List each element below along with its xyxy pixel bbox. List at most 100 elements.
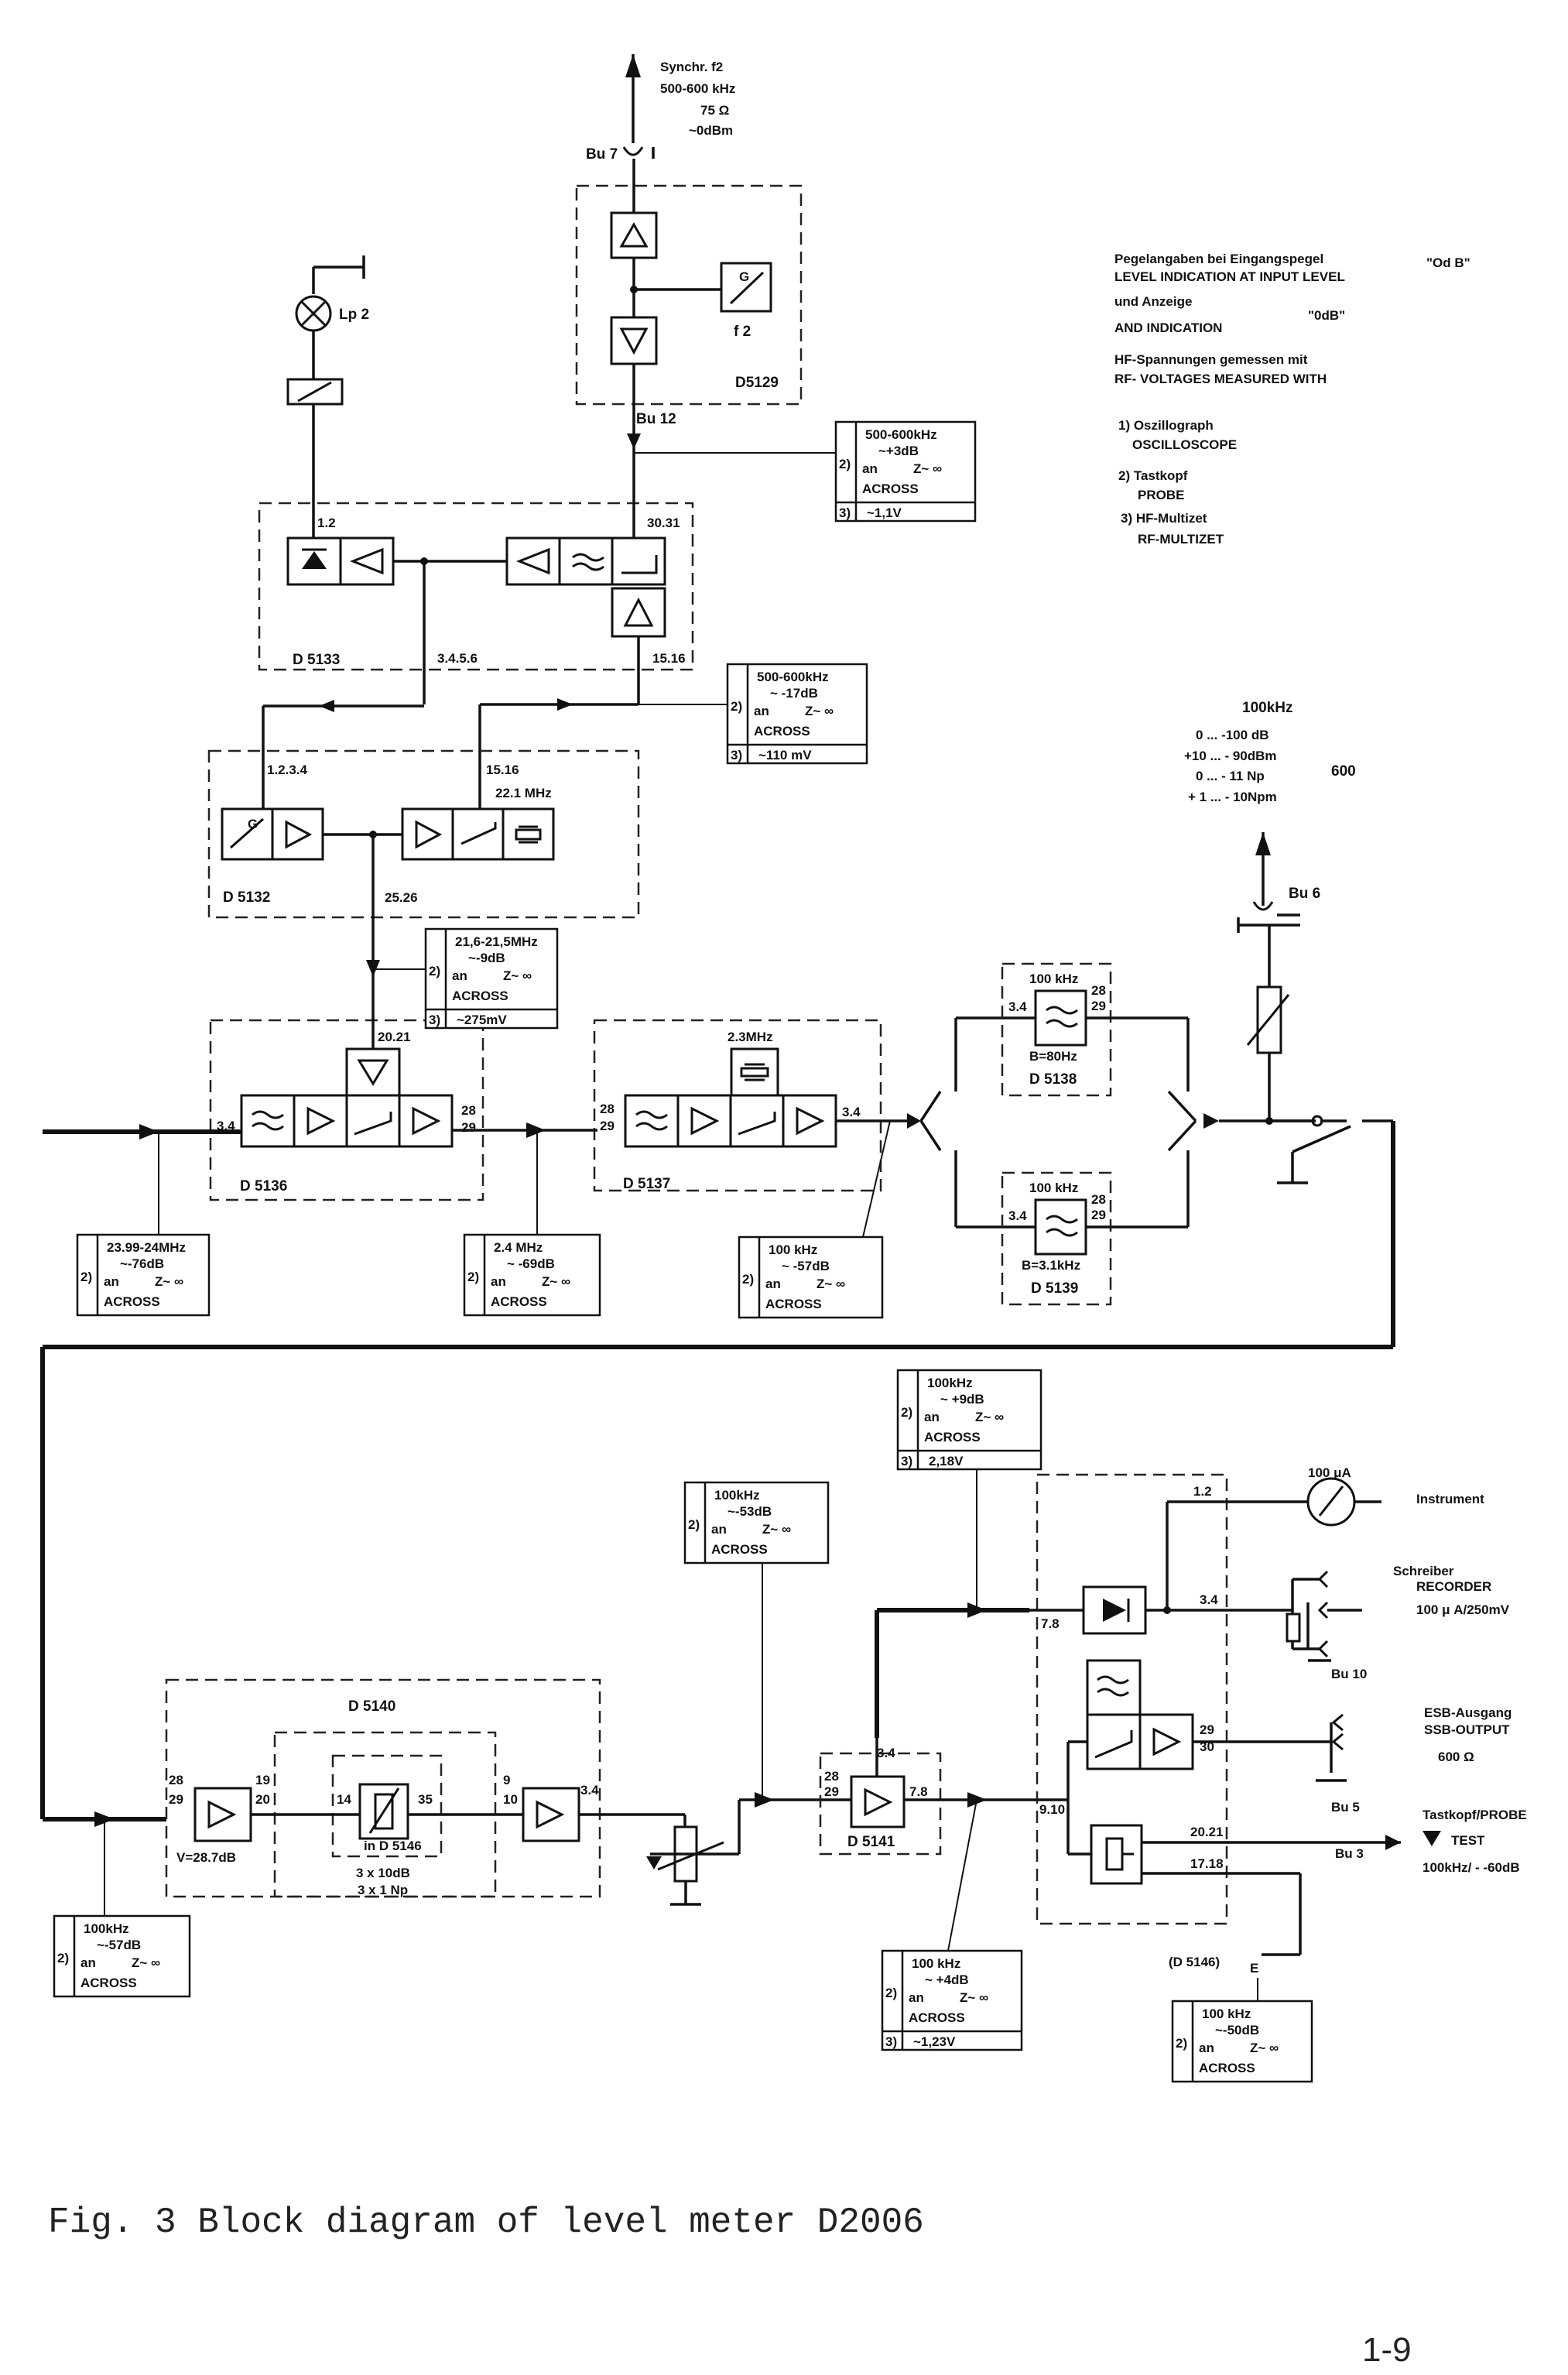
pin-label: 30.31	[647, 516, 680, 530]
level-box-across: ACROSS	[711, 1542, 768, 1557]
sync-label: 500-600 kHz	[660, 81, 735, 96]
wedge-icon	[460, 822, 497, 845]
rf-input-line	[43, 1122, 597, 1235]
recorder-label: RECORDER	[1416, 1579, 1491, 1594]
range-freq: 100kHz	[1242, 700, 1293, 716]
bandpass-icon	[1046, 1006, 1078, 1028]
level-box-lvl: ~-57dB	[97, 1938, 141, 1952]
level-box-freq: 500-600kHz	[757, 670, 829, 684]
level-box-freq: 23.99-24MHz	[107, 1240, 186, 1255]
amp-block	[401, 807, 454, 861]
crystal-block	[502, 807, 555, 861]
level-box-across: ACROSS	[765, 1297, 822, 1311]
pin-label: 3.4	[877, 1746, 895, 1760]
module-d5140: D 5140 28 29 V=28.7dB 19 20 14 35 in D 5…	[165, 1678, 669, 1898]
recorder-output: Schreiber RECORDER 100 μ A/250mV Bu 10	[1286, 1564, 1510, 1681]
freq-label: 22.1 MHz	[495, 786, 552, 800]
bandwidth-label: B=3.1kHz	[1022, 1258, 1080, 1273]
level-box-across: ACROSS	[1199, 2061, 1255, 2075]
pin-label: 28	[824, 1769, 839, 1784]
amp-block	[398, 1094, 454, 1148]
level-box-an: an	[1199, 2041, 1214, 2055]
instrument-meter: 100 μA Instrument	[1269, 1465, 1484, 1527]
module-label: D 5137	[623, 1176, 670, 1192]
pin-label: 3.4	[1008, 999, 1027, 1014]
level-box-across: ACROSS	[909, 2010, 965, 2025]
pin-label: 1.2	[1193, 1484, 1212, 1499]
e-mark: E	[1250, 1961, 1258, 1976]
amp-down-block	[345, 1047, 401, 1097]
level-box-z: Z~ ∞	[542, 1274, 570, 1289]
level-box-lvl: ~-76dB	[120, 1256, 164, 1271]
level-box-z: Z~ ∞	[975, 1410, 1004, 1424]
diode-icon	[1103, 1599, 1126, 1622]
pin-label: 28	[600, 1102, 615, 1116]
level-box-an: an	[104, 1274, 119, 1289]
level-box-freq: 100 kHz	[1202, 2007, 1251, 2021]
instrument-label: Instrument	[1416, 1492, 1484, 1506]
pin-label: 14	[337, 1792, 351, 1807]
range-line: 0 ... - 11 Np	[1196, 769, 1265, 783]
level-box-across: ACROSS	[452, 989, 508, 1003]
level-box-freq: 100kHz	[927, 1376, 973, 1390]
wires-d5133-d5132	[262, 698, 728, 755]
level-box-n2: 2)	[731, 699, 742, 714]
amp-left-block	[505, 536, 561, 586]
filter-block	[1034, 989, 1087, 1047]
pin-label: 7.8	[1041, 1616, 1060, 1631]
level-box-n2: 2)	[688, 1517, 700, 1532]
bandpass-icon	[252, 1110, 284, 1131]
level-box-an: an	[452, 968, 467, 983]
lamp-lp2: Lp 2	[286, 255, 369, 503]
level-box-an: an	[862, 461, 878, 476]
level-box-lvl: ~-50dB	[1215, 2023, 1259, 2037]
level-box-v: ~1,23V	[913, 2034, 956, 2049]
module-output: 7.8 1.2 3.4 29 30 9.10 20.21 17.18	[1029, 1473, 1331, 1956]
recorder-label: Schreiber	[1393, 1564, 1454, 1578]
level-box-across: ACROSS	[924, 1430, 981, 1445]
level-box-lvl: ~ +4dB	[925, 1972, 969, 1987]
level-box-an: an	[80, 1955, 96, 1970]
potentiometer-icon	[374, 1793, 394, 1830]
connector-bu7: Bu 7	[586, 146, 618, 163]
svg-text:G: G	[739, 269, 749, 284]
probe-output: Tastkopf/PROBE TEST 100kHz/ - -60dB Bu 3	[1331, 1808, 1527, 1875]
lamp-label: Lp 2	[339, 307, 369, 323]
bandpass-icon	[1046, 1215, 1078, 1237]
filter-block	[240, 1094, 296, 1148]
crystal-icon	[515, 825, 542, 844]
level-box-z: Z~ ∞	[913, 461, 942, 476]
level-box-v: 2,18V	[929, 1454, 964, 1469]
attenuation-label: 3 x 1 Np	[358, 1883, 408, 1897]
wedge-icon	[1094, 1730, 1133, 1759]
pin-label: 1.2	[317, 516, 336, 530]
pin-label: 35	[418, 1792, 433, 1807]
gain-label: V=28.7dB	[176, 1850, 236, 1865]
level-box-n2: 2)	[1176, 2036, 1187, 2051]
bandpass-icon	[635, 1110, 668, 1131]
pin-label: 28	[461, 1103, 476, 1118]
triangle-up-icon	[623, 597, 654, 627]
level-box-freq: 100 kHz	[769, 1242, 817, 1257]
level-box-an: an	[909, 1990, 924, 2005]
socket-icon	[622, 146, 644, 156]
page-number: 1-9	[1362, 2331, 1412, 2369]
pin-label: 29	[600, 1119, 615, 1133]
jack-icon	[1317, 1570, 1329, 1658]
amp-block	[193, 1787, 252, 1842]
pin-label: 29	[824, 1784, 839, 1799]
note-line: HF-Spannungen gemessen mit	[1114, 352, 1308, 367]
amp-left-block	[339, 536, 395, 586]
level-box-z: Z~ ∞	[817, 1277, 845, 1291]
wedge-icon	[738, 1112, 776, 1136]
triangle-right-icon	[1152, 1727, 1182, 1756]
ssb-label: 600 Ω	[1438, 1750, 1474, 1764]
note-line: 2) Tastkopf	[1118, 468, 1188, 483]
pin-label: 3.4	[1200, 1592, 1218, 1607]
sync-label: 75 Ω	[700, 103, 729, 118]
range-line: 0 ... -100 dB	[1196, 728, 1268, 742]
